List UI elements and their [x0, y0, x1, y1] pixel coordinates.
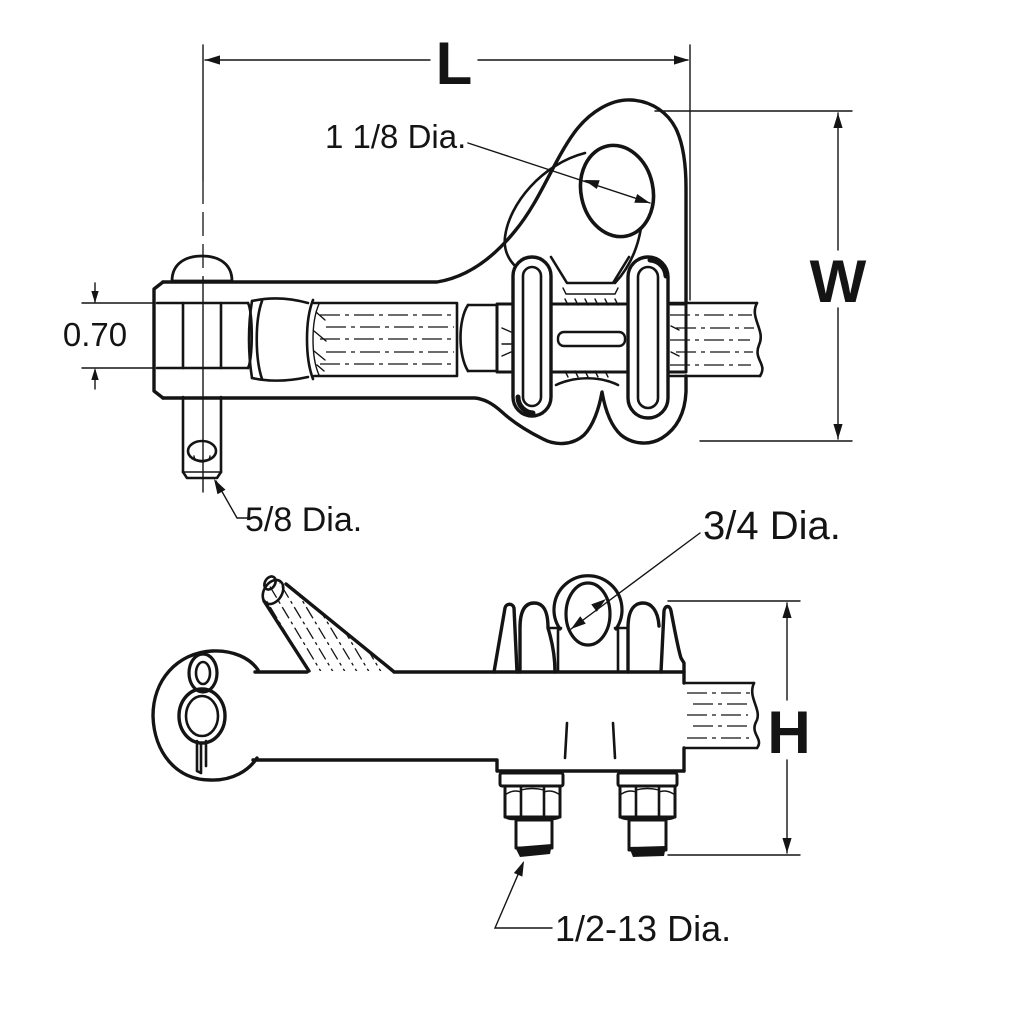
swage-socket — [247, 297, 327, 382]
thread-stub — [514, 818, 554, 850]
plate-notch — [549, 255, 631, 285]
head-outline — [151, 649, 260, 782]
clamp-body-bottom-edge — [161, 374, 688, 446]
right-finger — [659, 604, 686, 674]
cotter-pin-hole — [186, 439, 218, 463]
saddle — [492, 574, 686, 674]
top-view: L W 0.70 5/8 Dia. 1 1 — [63, 30, 867, 539]
nut-right — [616, 771, 679, 857]
left-lug — [518, 601, 557, 674]
pin-head — [170, 254, 234, 283]
dim-H: H — [667, 600, 811, 856]
washer — [616, 771, 679, 788]
nut-left — [498, 771, 565, 857]
clevis-pin — [170, 254, 234, 480]
ubolt-diameter-label: 3/4 Dia. — [703, 504, 841, 548]
cable-collar — [459, 303, 499, 373]
body-silhouette-bottom — [153, 650, 684, 781]
dim-H-label: H — [767, 699, 810, 766]
dim-jaw-gap: 0.70 — [63, 282, 154, 390]
bottom-view: H 3/4 Dia. 1/2-13 Dia. — [151, 504, 841, 949]
dim-thread-size: 1/2-13 Dia. — [493, 859, 731, 949]
cotter-legs — [195, 739, 208, 775]
cable-strand-right-bottom — [682, 681, 761, 750]
cable-strand-left — [312, 301, 459, 378]
u-bolt-right — [626, 255, 670, 420]
u-bolt-left — [511, 255, 553, 418]
dim-L-label: L — [436, 30, 473, 97]
thread-stub — [627, 818, 668, 852]
dim-W-label: W — [810, 248, 867, 315]
block-inner-lines — [563, 721, 617, 760]
cable-strand-right — [666, 301, 764, 378]
bar-bottom-edge — [251, 758, 686, 773]
sight-slot — [556, 330, 627, 348]
thread-size-label: 1/2-13 Dia. — [555, 908, 731, 949]
outer-bend-arc — [552, 574, 624, 631]
ubolt-bend-hole — [564, 581, 612, 647]
washer — [498, 771, 565, 788]
dim-W: W — [654, 110, 867, 442]
pin-diameter-label: 5/8 Dia. — [245, 501, 362, 539]
saddle-bracket-line — [562, 287, 619, 295]
dim-pin-diameter: 5/8 Dia. — [210, 476, 362, 539]
jaw-gap-label: 0.70 — [63, 316, 127, 353]
clamp-body-top-edge — [161, 98, 688, 304]
clevis-left-edge — [152, 280, 165, 400]
stub-chamfer — [515, 844, 552, 857]
cotter-ring — [187, 652, 219, 694]
right-lug — [626, 601, 661, 674]
eye-hole — [578, 143, 656, 239]
dim-eye-diameter: 1 1/8 Dia. — [325, 118, 652, 208]
body-between-lobes — [554, 377, 620, 387]
plate-neck-contour — [613, 226, 643, 285]
dim-ubolt-diameter: 3/4 Dia. — [568, 504, 841, 633]
eye-diameter-label: 1 1/8 Dia. — [325, 118, 466, 155]
left-finger — [492, 602, 519, 674]
pin-end-view — [177, 652, 227, 775]
dim-L: L — [204, 30, 691, 301]
stub-chamfer — [629, 846, 666, 857]
